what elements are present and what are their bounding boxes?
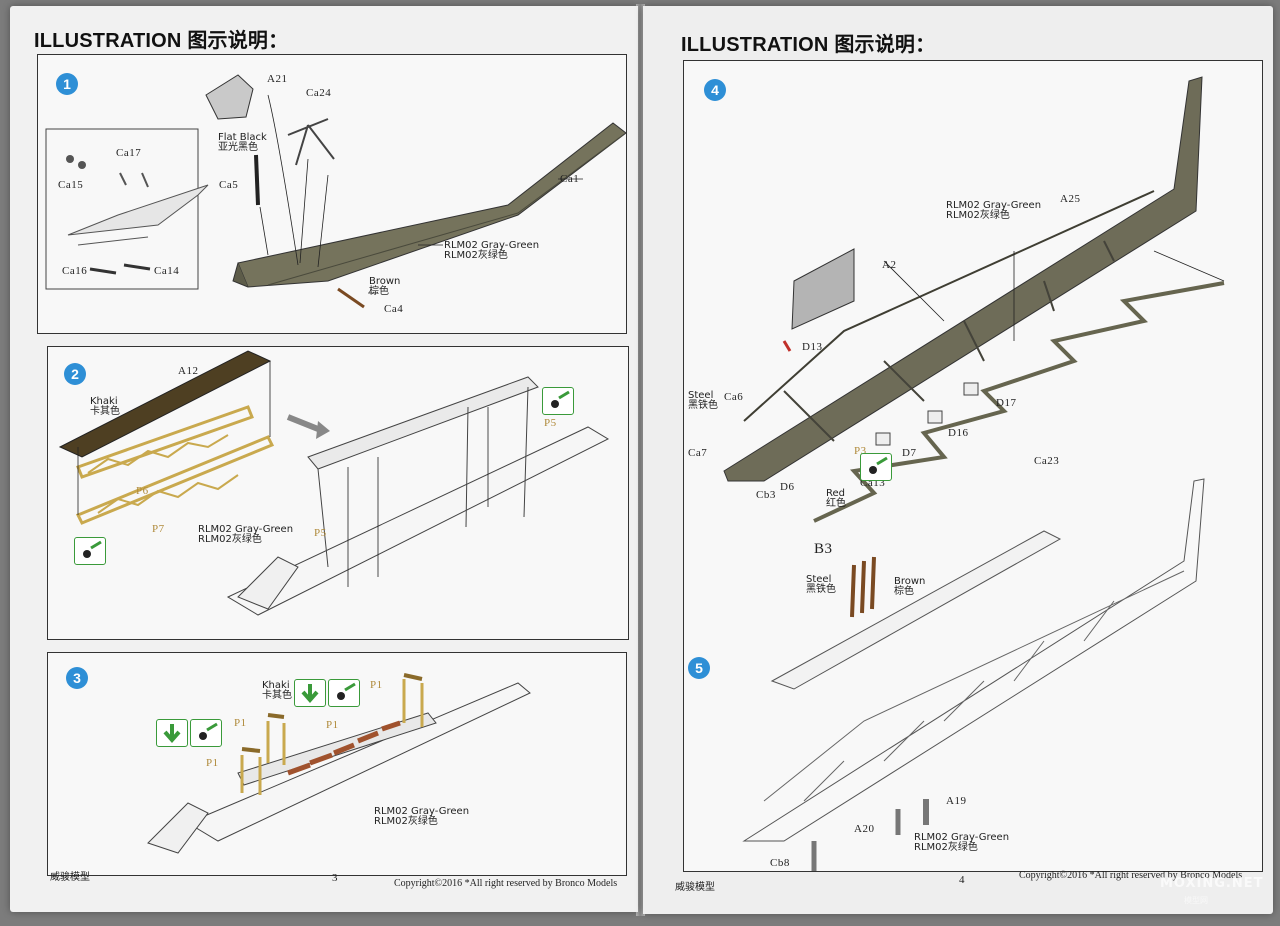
color-label-gray-green-cn: RLM02灰绿色	[946, 210, 1010, 221]
left-page-number: 3	[332, 872, 338, 884]
glue-icon	[860, 453, 892, 481]
color-label-steel: Steel	[688, 390, 714, 401]
right-copyright: Copyright©2016 *All right reserved by Br…	[1019, 870, 1243, 881]
part-label-p5-bottom: P5	[314, 527, 327, 539]
step-2-badge: 2	[64, 363, 86, 385]
step-2-panel: 2 A12 Khaki 卡其色 P5 P6 P7 P5 RLM0	[47, 346, 629, 640]
color-label-flat-black: Flat Black	[218, 132, 267, 143]
book-gutter	[636, 4, 645, 916]
color-label-brown-cn: 棕色	[369, 286, 389, 297]
part-label-ca4: Ca4	[384, 303, 404, 315]
step-4-badge: 4	[704, 79, 726, 101]
color-label-gray-green: RLM02 Gray-Green	[444, 240, 540, 251]
color-label-gray-green-cn: RLM02灰绿色	[374, 816, 438, 827]
part-label-ca1: Ca1	[560, 173, 580, 185]
part-label-ca16: Ca16	[62, 265, 88, 277]
color-label-flat-black-cn: 亚光黑色	[218, 142, 258, 153]
part-label-d6: D6	[780, 481, 795, 493]
part-label-a25: A25	[1060, 193, 1081, 205]
part-label-ca15: Ca15	[58, 179, 84, 191]
color-label-brown-cn: 棕色	[894, 586, 914, 597]
watermark-sub: 模型网	[1184, 896, 1208, 905]
watermark-logo: MOXING.NET	[1160, 876, 1264, 891]
part-label-p6: P6	[136, 485, 149, 497]
part-label-ca6: Ca6	[724, 391, 744, 403]
part-label-p1-b: P1	[206, 757, 219, 769]
step-1-panel: 1 A21 Ca24	[37, 54, 627, 334]
color-label-gray-green: RLM02 Gray-Green	[374, 806, 470, 817]
glue-icon	[190, 719, 222, 747]
color-label-steel-2: Steel	[806, 574, 832, 585]
left-page-heading: ILLUSTRATION 图示说明：	[34, 30, 289, 52]
color-label-red: Red	[826, 488, 845, 499]
part-label-ca7: Ca7	[688, 447, 708, 459]
part-label-d16: D16	[948, 427, 969, 439]
down-arrow-icon	[156, 719, 188, 747]
part-label-p1-d: P1	[370, 679, 383, 691]
color-label-gray-green-2: RLM02 Gray-Green	[914, 832, 1010, 843]
part-label-d7: D7	[902, 447, 917, 459]
left-page: ILLUSTRATION 图示说明： 1	[10, 6, 638, 912]
color-label-gray-green-cn: RLM02灰绿色	[444, 250, 508, 261]
part-label-ca24: Ca24	[306, 87, 332, 99]
color-label-brown: Brown	[894, 576, 926, 587]
step-3-badge: 3	[66, 667, 88, 689]
part-label-a20: A20	[854, 823, 875, 835]
part-label-b3: B3	[814, 541, 833, 557]
part-label-ca17: Ca17	[116, 147, 142, 159]
part-label-p5-top: P5	[544, 417, 557, 429]
part-label-a19: A19	[946, 795, 967, 807]
steps-4-5-drawing	[723, 76, 1225, 871]
color-label-khaki: Khaki	[90, 396, 118, 407]
color-label-khaki: Khaki	[262, 680, 290, 691]
part-label-cb3: Cb3	[756, 489, 776, 501]
color-label-steel-cn: 黑铁色	[688, 400, 718, 411]
color-label-gray-green: RLM02 Gray-Green	[946, 200, 1042, 211]
step-5-badge: 5	[688, 657, 710, 679]
color-label-gray-green: RLM02 Gray-Green	[198, 524, 294, 535]
step-1-badge: 1	[56, 73, 78, 95]
part-label-ca5: Ca5	[219, 179, 239, 191]
color-label-steel-2-cn: 黑铁色	[806, 584, 836, 595]
part-label-p1-c: P1	[326, 719, 339, 731]
color-label-red-cn: 红色	[826, 498, 846, 509]
part-label-a2: A2	[882, 259, 897, 271]
color-label-gray-green-2-cn: RLM02灰绿色	[914, 842, 978, 853]
left-copyright: Copyright©2016 *All right reserved by Br…	[394, 878, 618, 889]
color-label-brown: Brown	[369, 276, 401, 287]
color-label-gray-green-cn: RLM02灰绿色	[198, 534, 262, 545]
steps-4-5-panel: 4 5	[683, 60, 1263, 872]
step-2-drawing	[58, 350, 610, 616]
part-label-ca14: Ca14	[154, 265, 180, 277]
color-label-khaki-cn: 卡其色	[262, 690, 292, 701]
glue-icon-2	[328, 679, 360, 707]
right-page-heading: ILLUSTRATION 图示说明：	[681, 34, 936, 56]
color-label-khaki-cn: 卡其色	[90, 406, 120, 417]
glue-icon-2	[542, 387, 574, 415]
down-arrow-icon-2	[294, 679, 326, 707]
step-3-panel: 3 Khaki 卡其色 P1 P1 P1 P1 RLM02 Gray-Green…	[47, 652, 627, 876]
glue-icon	[74, 537, 106, 565]
right-page-number: 4	[959, 874, 965, 886]
part-label-cb8: Cb8	[770, 857, 790, 869]
right-brand: 威骏模型	[675, 882, 715, 893]
part-label-ca23: Ca23	[1034, 455, 1060, 467]
left-brand: 威骏模型	[50, 872, 90, 883]
part-label-p7: P7	[152, 523, 165, 535]
part-label-p1-a: P1	[234, 717, 247, 729]
part-label-a21: A21	[267, 73, 288, 85]
step-3-drawing	[147, 673, 531, 854]
part-label-d13: D13	[802, 341, 823, 353]
part-label-a12: A12	[178, 365, 199, 377]
part-label-d17: D17	[996, 397, 1017, 409]
step-1-drawing	[45, 74, 627, 309]
right-page: ILLUSTRATION 图示说明： 4 5	[643, 6, 1273, 914]
